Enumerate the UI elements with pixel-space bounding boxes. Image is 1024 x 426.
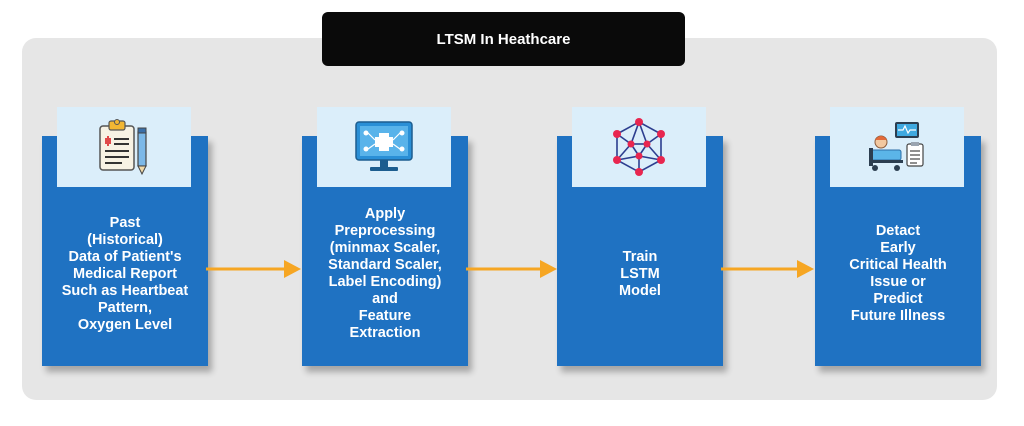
step-3-line: Model [619, 282, 661, 299]
monitor-preprocessing-icon [352, 118, 416, 176]
step-3-line: LSTM [620, 265, 660, 282]
step-2-line: Apply [364, 206, 406, 222]
step-3-line: Train [622, 248, 658, 265]
patient-bed-monitor-icon [865, 118, 929, 176]
step-1-line: (Historical) [87, 231, 163, 248]
step-4-text: Detact Early Critical Health Issue or Pr… [815, 190, 981, 358]
step-4-line: Issue or [870, 274, 926, 290]
step-1-line: Medical Report [73, 265, 177, 282]
step-4-line: Critical Health [849, 257, 947, 273]
step-1-line: Pattern, [98, 299, 152, 316]
step-1-line: Past [109, 214, 141, 231]
step-1-text: Past (Historical) Data of Patient's Medi… [42, 190, 208, 358]
flow-arrow-3 [721, 260, 814, 278]
flow-arrow-2 [466, 260, 557, 278]
step-4-line: Predict [873, 291, 923, 307]
step-4-header [830, 107, 964, 187]
flow-arrow-1 [206, 260, 301, 278]
step-4-line: Early [880, 240, 916, 256]
step-2-line: (minmax Scaler, [329, 240, 441, 256]
step-2-line: Preprocessing [334, 223, 436, 239]
step-2-text: Apply Preprocessing (minmax Scaler, Stan… [302, 190, 468, 358]
step-2-line: Standard Scaler, [328, 257, 442, 273]
step-3-header [572, 107, 706, 187]
step-1-line: Data of Patient's [68, 248, 182, 265]
step-3-text: Train LSTM Model [557, 190, 723, 358]
step-2-line: Feature [358, 308, 412, 324]
step-1-line: Oxygen Level [77, 316, 173, 333]
step-2-line: Label Encoding) [328, 274, 442, 290]
diagram-title: LTSM In Heathcare [322, 12, 685, 66]
clipboard-pen-icon [92, 118, 156, 176]
step-4-line: Detact [875, 223, 921, 239]
step-1-line: Such as Heartbeat [61, 282, 189, 299]
step-2-header [317, 107, 451, 187]
step-2-line: and [372, 291, 398, 307]
neural-network-icon [607, 118, 671, 176]
step-4-line: Future Illness [850, 308, 946, 324]
step-2-line: Extraction [349, 325, 421, 341]
step-1-header [57, 107, 191, 187]
